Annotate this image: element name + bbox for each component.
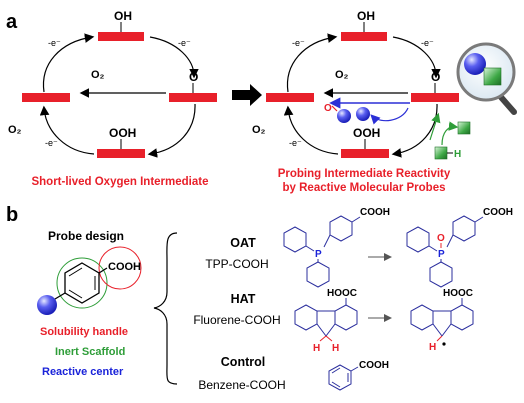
e-label-top-right: -e⁻ (178, 38, 191, 48)
o2-left-label: O₂ (252, 124, 266, 136)
benz-cooh-label: COOH (359, 360, 389, 371)
bottom-bar (341, 149, 389, 158)
category-brace (153, 232, 178, 385)
solubility-circle (98, 246, 142, 290)
row-hat-name: Fluorene-COOH (193, 313, 280, 327)
panel-a-label: a (6, 11, 18, 33)
bottom-species-label: OOH (109, 126, 136, 140)
right-bar (169, 93, 217, 102)
arrow-right-to-bottom (391, 103, 438, 158)
bottom-species-label: OOH (353, 126, 380, 140)
top-bar (341, 32, 387, 41)
arrow-bottom-to-left (283, 105, 339, 155)
arrow-bottom-to-left (39, 105, 95, 155)
tppo-cooh-label: COOH (483, 207, 513, 218)
arrow-left-to-top (286, 33, 338, 93)
left-bar (266, 93, 314, 102)
right-caption-line2: by Reactive Molecular Probes (283, 182, 446, 194)
probe-design: Probe design COOH Solubility handle Iner… (37, 229, 142, 378)
scaffold-circle (56, 257, 108, 309)
bottom-bar (97, 149, 145, 158)
arrow-right-to-bottom (147, 103, 196, 158)
transition-arrow (232, 84, 262, 106)
right-bar (411, 93, 459, 102)
blue-curved-arrow (370, 107, 409, 125)
row-oat-name: TPP-COOH (205, 257, 268, 271)
e-label-top-left: -e⁻ (292, 38, 305, 48)
fl-h2-label: H (332, 343, 339, 354)
probe-design-title: Probe design (48, 229, 124, 243)
left-bar (22, 93, 70, 102)
solubility-label: Solubility handle (40, 326, 128, 338)
left-caption: Short-lived Oxygen Intermediate (31, 176, 208, 188)
e-label-bottom-left: -e⁻ (45, 138, 58, 148)
arrow-top-to-right (149, 36, 199, 79)
design-cooh-label: COOH (108, 261, 141, 273)
green-up-arrow (429, 112, 441, 141)
o2-mid-label: O₂ (335, 69, 349, 81)
fl-hooc-label: HOOC (327, 288, 357, 299)
fluorene-cooh-structure (294, 298, 358, 342)
top-bar (98, 32, 144, 41)
radical-dot (442, 342, 446, 346)
reactive-center-ball (37, 295, 57, 315)
magnifier-icon (456, 42, 517, 115)
row-oat-title: OAT (230, 236, 256, 250)
benzene-ring (64, 262, 100, 304)
e-label-top-left: -e⁻ (48, 38, 61, 48)
top-species-label: OH (357, 9, 375, 23)
o2-left-label: O₂ (8, 124, 22, 136)
probe-h-label: H (454, 149, 461, 160)
top-species-label: OH (114, 9, 132, 23)
arrow-top-to-right (392, 36, 441, 79)
right-cycle: OH O OOH -e⁻ -e⁻ -e⁻ O₂ O₂ O H (252, 9, 517, 194)
row-hat-title: HAT (231, 292, 256, 306)
probe-cube-h (434, 146, 448, 160)
e-label-top-right: -e⁻ (421, 38, 434, 48)
probe-o-label: O (324, 103, 332, 114)
fluorenyl-radical-structure (410, 298, 474, 342)
tpp-p-label: P (315, 249, 322, 260)
e-label-bottom-left: -e⁻ (289, 138, 302, 148)
fl-h1-label: H (313, 343, 320, 354)
scaffold-label: Inert Scaffold (55, 346, 125, 358)
o2-mid-label: O₂ (91, 69, 105, 81)
panel-b-label: b (6, 204, 18, 226)
row-control-title: Control (221, 355, 265, 369)
tppo-o-label: O (437, 233, 445, 244)
probe-ball-oxidized (337, 109, 351, 123)
green-curved-arrow (441, 121, 459, 146)
reactive-label: Reactive center (42, 366, 124, 378)
tppo-cooh-structure (406, 215, 484, 288)
tpp-cooh-label: COOH (360, 207, 390, 218)
left-cycle: OH O OOH -e⁻ -e⁻ -e⁻ O₂ O₂ Short-lived O… (8, 9, 217, 188)
tppo-p-label: P (438, 249, 445, 260)
arrow-left-to-top (42, 33, 95, 93)
row-control-name: Benzene-COOH (198, 378, 285, 392)
tpp-cooh-structure (283, 215, 361, 288)
right-caption-line1: Probing Intermediate Reactivity (278, 168, 451, 180)
flr-h-label: H (429, 342, 436, 353)
probe-cube (457, 121, 471, 135)
probe-ball (356, 107, 370, 121)
benzene-cooh-structure (328, 364, 359, 391)
flr-hooc-label: HOOC (443, 288, 473, 299)
